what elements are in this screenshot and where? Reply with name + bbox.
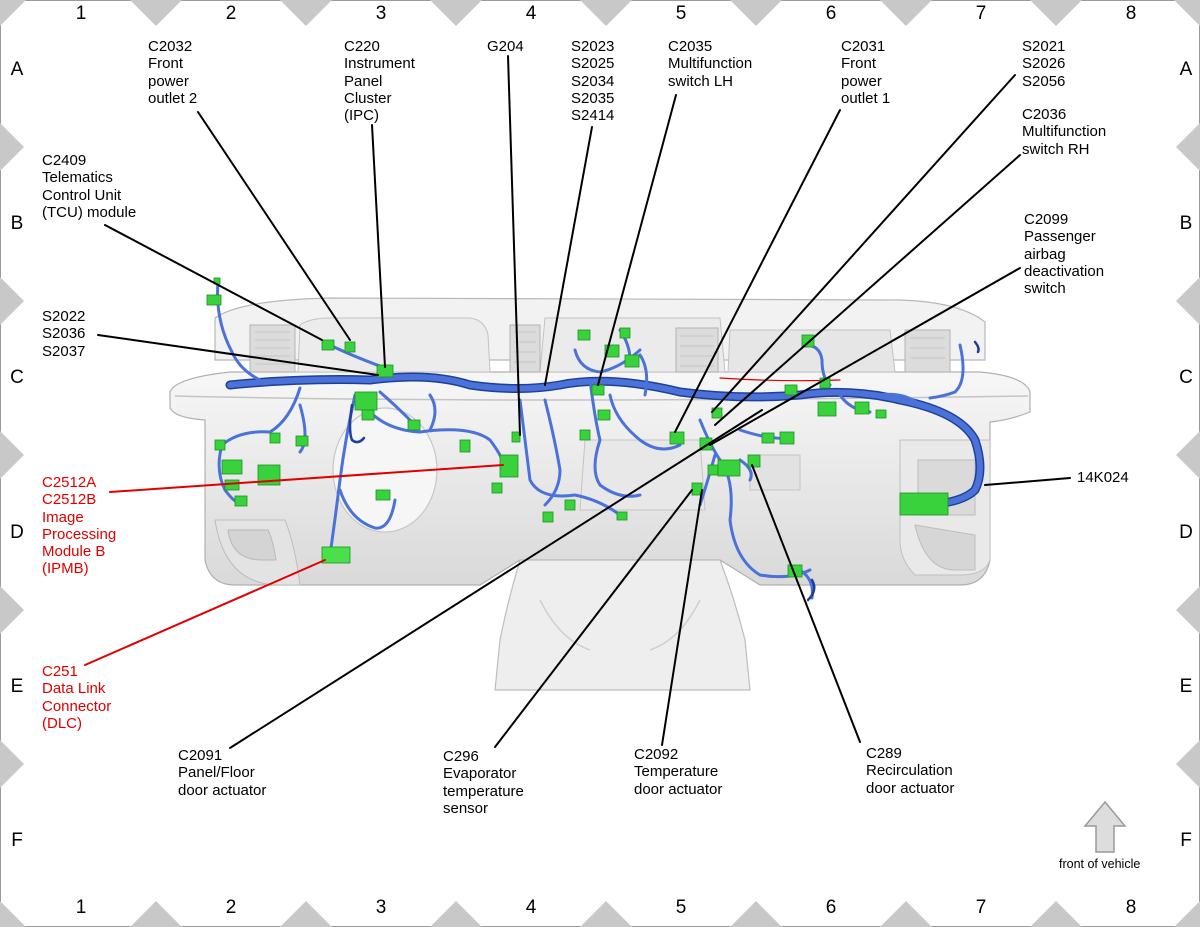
label-c2092: C2092 Temperature door actuator bbox=[634, 746, 723, 798]
border-marker-top-0 bbox=[0, 0, 26, 26]
grid-column-label-7-bottom: 7 bbox=[975, 897, 987, 918]
label-c251: C251 Data Link Connector (DLC) bbox=[42, 663, 112, 732]
grid-row-label-E-right: E bbox=[1179, 676, 1193, 697]
label-s2021-group: S2021 S2026 S2056 bbox=[1022, 38, 1066, 90]
grid-row-label-B-left: B bbox=[10, 213, 24, 234]
front-of-vehicle-label: front of vehicle bbox=[1059, 857, 1141, 871]
harness-connectors bbox=[206, 277, 949, 578]
border-marker-top-5 bbox=[730, 0, 782, 26]
label-c2099: C2099 Passenger airbag deactivation swit… bbox=[1024, 211, 1105, 298]
grid-column-label-3-top: 3 bbox=[375, 3, 387, 24]
grid-column-label-5-top: 5 bbox=[675, 3, 687, 24]
border-marker-left-0 bbox=[0, 123, 24, 171]
border-marker-top-2 bbox=[280, 0, 332, 26]
border-marker-top-4 bbox=[580, 0, 632, 26]
label-c2032: C2032 Front power outlet 2 bbox=[148, 38, 198, 107]
label-c2035: C2035 Multifunction switch LH bbox=[668, 38, 753, 90]
grid-row-label-D-right: D bbox=[1179, 522, 1193, 543]
border-marker-right-2 bbox=[1176, 431, 1200, 479]
label-c2031: C2031 Front power outlet 1 bbox=[841, 38, 891, 107]
grid-column-label-2-bottom: 2 bbox=[225, 897, 237, 918]
grid-row-label-D-left: D bbox=[10, 522, 24, 543]
border-marker-top-1 bbox=[130, 0, 182, 26]
border-marker-bottom-1 bbox=[130, 901, 182, 927]
grid-column-label-2-top: 2 bbox=[225, 3, 237, 24]
label-c2512: C2512A C2512B Image Processing Module B … bbox=[42, 474, 117, 578]
border-marker-top-6 bbox=[880, 0, 932, 26]
border-marker-left-4 bbox=[0, 740, 24, 788]
border-marker-bottom-0 bbox=[0, 901, 26, 927]
up-arrow-icon bbox=[1083, 800, 1127, 853]
grid-column-label-6-bottom: 6 bbox=[825, 897, 837, 918]
border-marker-right-1 bbox=[1176, 277, 1200, 325]
callout-leader-lines bbox=[84, 55, 1071, 749]
border-marker-bottom-6 bbox=[880, 901, 932, 927]
grid-column-label-1-top: 1 bbox=[75, 3, 87, 24]
border-marker-bottom-3 bbox=[430, 901, 482, 927]
label-c296: C296 Evaporator temperature sensor bbox=[443, 748, 524, 817]
border-marker-right-0 bbox=[1176, 123, 1200, 171]
border-marker-bottom-4 bbox=[580, 901, 632, 927]
grid-column-label-5-bottom: 5 bbox=[675, 897, 687, 918]
border-marker-bottom-8 bbox=[1174, 901, 1200, 927]
border-marker-bottom-5 bbox=[730, 901, 782, 927]
label-c289: C289 Recirculation door actuator bbox=[866, 745, 955, 797]
border-marker-bottom-7 bbox=[1030, 901, 1082, 927]
grid-column-label-7-top: 7 bbox=[975, 3, 987, 24]
grid-column-label-1-bottom: 1 bbox=[75, 897, 87, 918]
grid-column-label-6-top: 6 bbox=[825, 3, 837, 24]
border-marker-top-7 bbox=[1030, 0, 1082, 26]
border-marker-left-1 bbox=[0, 277, 24, 325]
grid-column-label-4-bottom: 4 bbox=[525, 897, 537, 918]
border-marker-right-4 bbox=[1176, 740, 1200, 788]
grid-row-label-F-left: F bbox=[11, 830, 23, 851]
border-marker-right-3 bbox=[1176, 586, 1200, 634]
grid-row-label-B-right: B bbox=[1179, 213, 1193, 234]
grid-column-label-3-bottom: 3 bbox=[375, 897, 387, 918]
border-marker-bottom-2 bbox=[280, 901, 332, 927]
label-c2091: C2091 Panel/Floor door actuator bbox=[178, 747, 267, 799]
grid-row-label-C-left: C bbox=[10, 367, 24, 388]
grid-column-label-8-bottom: 8 bbox=[1125, 897, 1137, 918]
border-marker-top-8 bbox=[1174, 0, 1200, 26]
grid-row-label-F-right: F bbox=[1180, 830, 1192, 851]
grid-row-label-A-left: A bbox=[10, 59, 24, 80]
label-c220: C220 Instrument Panel Cluster (IPC) bbox=[344, 38, 415, 125]
label-s2022-group: S2022 S2036 S2037 bbox=[42, 308, 86, 360]
border-marker-top-3 bbox=[430, 0, 482, 26]
grid-column-label-4-top: 4 bbox=[525, 3, 537, 24]
label-c2036: C2036 Multifunction switch RH bbox=[1022, 106, 1107, 158]
label-14k024: 14K024 bbox=[1077, 469, 1129, 486]
grid-row-label-E-left: E bbox=[10, 676, 24, 697]
label-g204: G204 bbox=[487, 38, 524, 55]
border-marker-left-2 bbox=[0, 431, 24, 479]
label-c2409: C2409 Telematics Control Unit (TCU) modu… bbox=[42, 152, 137, 221]
border-marker-left-3 bbox=[0, 586, 24, 634]
grid-row-label-A-right: A bbox=[1179, 59, 1193, 80]
label-s2023-group: S2023 S2025 S2034 S2035 S2414 bbox=[571, 38, 615, 125]
grid-row-label-C-right: C bbox=[1179, 367, 1193, 388]
grid-column-label-8-top: 8 bbox=[1125, 3, 1137, 24]
